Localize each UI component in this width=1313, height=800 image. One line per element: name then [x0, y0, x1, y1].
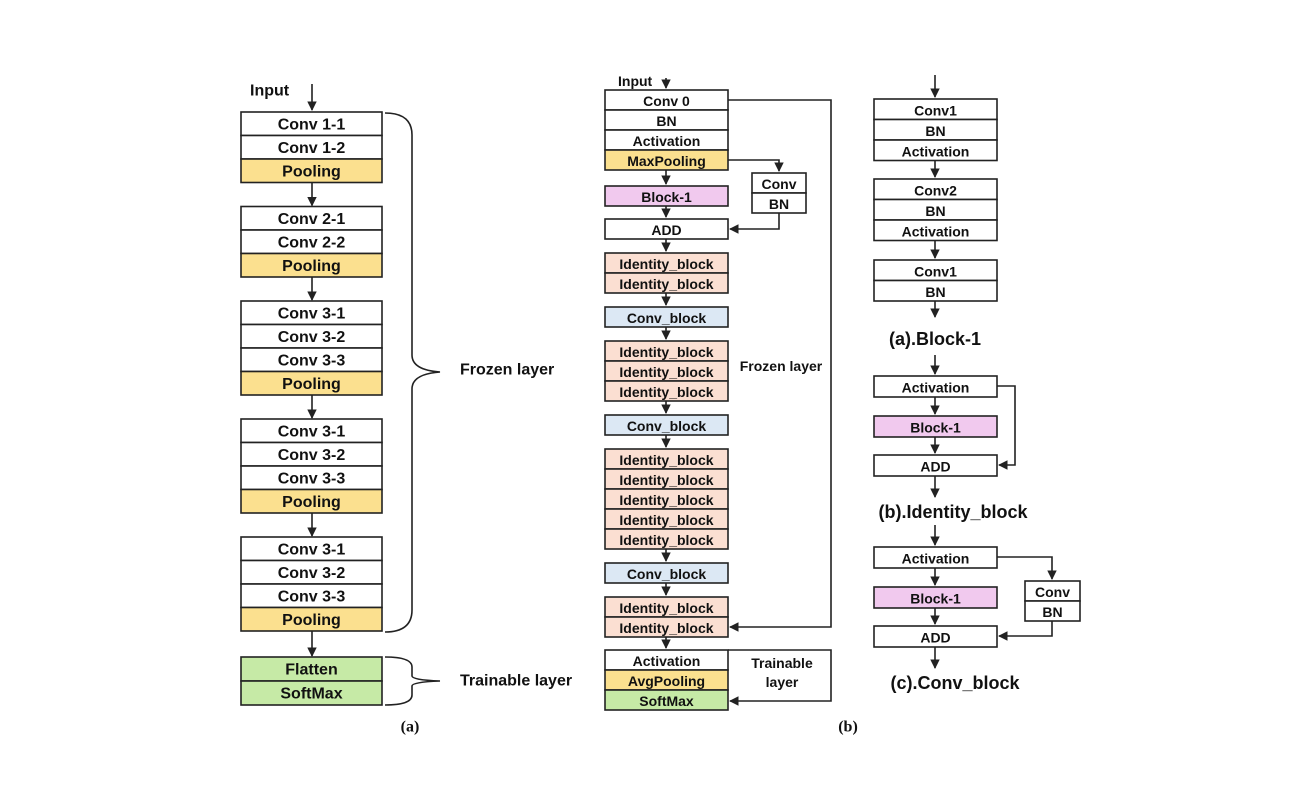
b-frozen-label: Frozen layer — [740, 358, 823, 374]
c-cb-add-label: ADD — [920, 630, 950, 646]
a-layer-2-1-label: Conv 3-2 — [278, 329, 346, 346]
c-id-add-label: ADD — [920, 459, 950, 475]
b-identity-2-2-label: Identity_block — [619, 384, 713, 400]
b-identity-4-4-label: Identity_block — [619, 532, 713, 548]
c-block1-layer-2-1-label: BN — [925, 284, 945, 300]
a-softmax — [240, 680, 383, 706]
a-layer-0-1-label: Conv 1-2 — [278, 140, 346, 157]
a-softmax-label: SoftMax — [280, 686, 342, 703]
b-head-softmax — [604, 689, 729, 711]
a-layer-2-2-label: Conv 3-3 — [278, 352, 346, 369]
a-layer-4-2-label: Conv 3-3 — [278, 588, 346, 605]
a-layer-4-3-label: Pooling — [282, 612, 341, 629]
b-block1-label: Block-1 — [641, 189, 692, 205]
b-head-activation-label: Activation — [633, 653, 701, 669]
c-cb-activation-label: Activation — [902, 551, 970, 567]
b-caption: (b) — [838, 719, 858, 736]
b-identity-6-1-label: Identity_block — [619, 620, 713, 636]
c-id-activation-label: Activation — [902, 380, 970, 396]
a-input-label: Input — [250, 83, 290, 100]
c-cb-skip-out — [998, 621, 1053, 641]
c-id-block1-label: Block-1 — [910, 420, 961, 436]
b-trainable-loop — [728, 649, 832, 706]
b-identity-4-2-label: Identity_block — [619, 492, 713, 508]
b-shortcut-conv-label: Conv — [762, 176, 797, 192]
c-cb-shortcut-bn-label: BN — [1042, 604, 1062, 620]
c-cb-block1-label: Block-1 — [910, 591, 961, 607]
b-identity-6-0-label: Identity_block — [619, 600, 713, 616]
b-shortcut-out — [729, 213, 780, 234]
b-frozen-label-bg — [734, 356, 828, 376]
c-block1-layer-0-1-label: BN — [925, 123, 945, 139]
a-layer-3-2-label: Conv 3-3 — [278, 470, 346, 487]
a-flatten-label: Flatten — [285, 662, 337, 679]
b-convblock-5-0-label: Conv_block — [627, 566, 707, 582]
b-trainable-label-bg — [740, 654, 824, 692]
a-frozen-label: Frozen layer — [460, 362, 554, 379]
a-layer-2-0-label: Conv 3-1 — [278, 305, 346, 322]
a-caption: (a) — [401, 719, 420, 736]
a-layer-0-0-label: Conv 1-1 — [278, 116, 346, 133]
b-maxpooling-label: MaxPooling — [627, 153, 706, 169]
b-convblock-1-0-label: Conv_block — [627, 310, 707, 326]
c-conv-title: (c).Conv_block — [890, 673, 1020, 693]
a-trainable-label: Trainable layer — [460, 673, 572, 690]
a-layer-1-2-label: Pooling — [282, 258, 341, 275]
a-frozen-brace — [384, 112, 441, 633]
c-id-skip — [997, 385, 1016, 470]
a-layer-2-3-label: Pooling — [282, 376, 341, 393]
b-identity-4-3-label: Identity_block — [619, 512, 713, 528]
c-block1-layer-1-2-label: Activation — [902, 223, 970, 239]
c-block1-layer-0-2-label: Activation — [902, 143, 970, 159]
a-layer-4-0-label: Conv 3-1 — [278, 541, 346, 558]
b-identity-0-0-label: Identity_block — [619, 256, 713, 272]
c-block1-title: (a).Block-1 — [889, 329, 981, 349]
b-bn-label: BN — [656, 113, 676, 129]
b-frozen-loop — [728, 99, 832, 632]
b-activation-label: Activation — [633, 133, 701, 149]
a-trainable-brace — [384, 656, 441, 706]
b-conv0-label: Conv 0 — [643, 93, 690, 109]
b-identity-2-0-label: Identity_block — [619, 344, 713, 360]
a-layer-3-3-label: Pooling — [282, 494, 341, 511]
b-input-label: Input — [618, 73, 653, 89]
c-identity-title: (b).Identity_block — [878, 502, 1028, 522]
panel-c-blocks: Conv1BNActivationConv2BNActivationConv1B… — [873, 75, 1081, 693]
c-block1-layer-1-0-label: Conv2 — [914, 182, 957, 198]
b-identity-0-1-label: Identity_block — [619, 276, 713, 292]
a-layer-3-1-label: Conv 3-2 — [278, 447, 346, 464]
a-layer-0-2-label: Pooling — [282, 163, 341, 180]
c-block1-layer-1-1-label: BN — [925, 203, 945, 219]
c-cb-skip-in — [997, 556, 1057, 580]
c-block1-layer-2-0-label: Conv1 — [914, 263, 957, 279]
a-layer-1-1-label: Conv 2-2 — [278, 234, 346, 251]
b-add-label: ADD — [651, 222, 681, 238]
a-layer-4-1-label: Conv 3-2 — [278, 565, 346, 582]
c-cb-shortcut-conv-label: Conv — [1035, 584, 1070, 600]
b-shortcut-in — [728, 159, 784, 172]
a-layer-3-0-label: Conv 3-1 — [278, 423, 346, 440]
b-shortcut-bn-label: BN — [769, 196, 789, 212]
b-identity-2-1-label: Identity_block — [619, 364, 713, 380]
b-head-softmax-label: SoftMax — [639, 693, 694, 709]
a-layer-1-0-label: Conv 2-1 — [278, 211, 346, 228]
b-identity-4-1-label: Identity_block — [619, 472, 713, 488]
c-block1-layer-0-0-label: Conv1 — [914, 102, 957, 118]
b-convblock-3-0-label: Conv_block — [627, 418, 707, 434]
b-head-avgpooling-label: AvgPooling — [628, 673, 705, 689]
b-identity-4-0-label: Identity_block — [619, 452, 713, 468]
